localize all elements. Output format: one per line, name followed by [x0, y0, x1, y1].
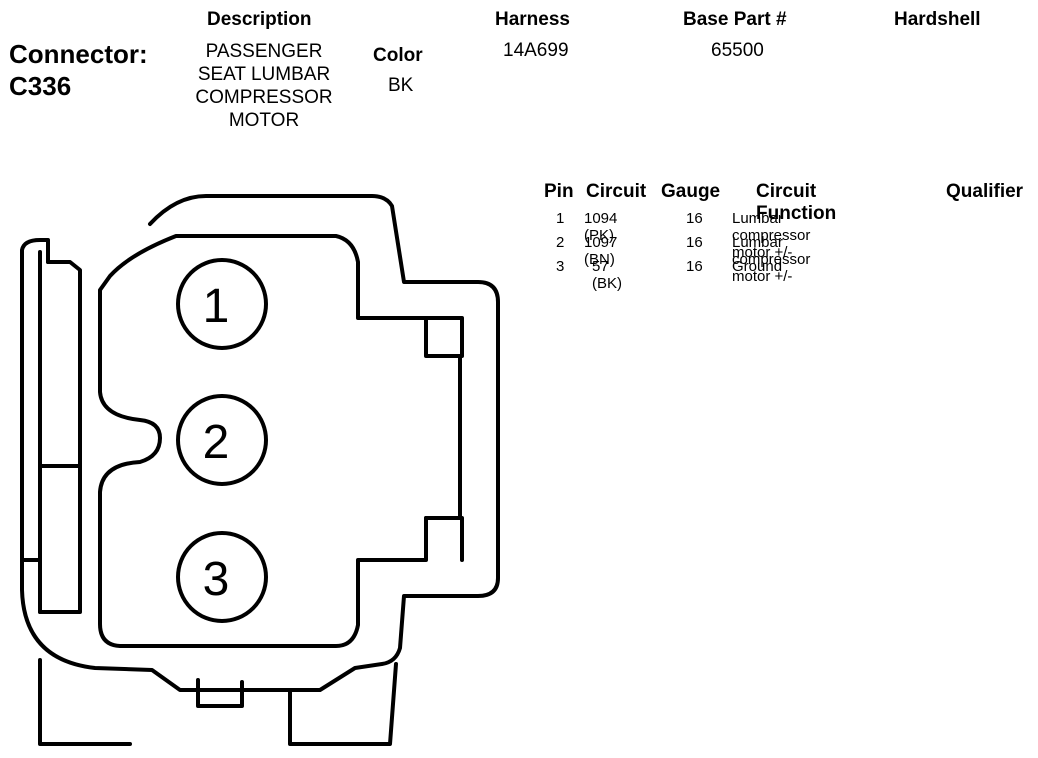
left-latch-hook	[20, 558, 42, 614]
description-value: PASSENGER SEAT LUMBAR COMPRESSOR MOTOR	[176, 40, 352, 132]
hardshell-header: Hardshell	[894, 9, 981, 30]
pin-1-label: 1	[203, 280, 230, 333]
gauge-column-header: Gauge	[661, 181, 721, 202]
function-cell: Lumbar compressor motor +/-	[732, 234, 811, 285]
pin-cell: 1	[556, 210, 565, 227]
connector-title: Connector: C336	[9, 38, 148, 102]
right-tab-lower	[424, 516, 464, 562]
color-header: Color	[373, 45, 423, 66]
left-nub	[38, 411, 82, 468]
pin-cell: 2	[556, 234, 565, 251]
description-line: MOTOR	[228, 110, 300, 131]
circuit-cell: 1097 (BN)	[584, 234, 618, 268]
bottom-center-notch	[196, 678, 244, 708]
pin-cell: 3	[556, 258, 565, 275]
bottom-foot-right	[288, 662, 398, 746]
pin-3-cavity	[176, 531, 268, 623]
description-line: SEAT LUMBAR	[197, 64, 331, 85]
gauge-cell: 16	[686, 234, 703, 251]
pin-1-cavity	[176, 258, 268, 350]
base-part-value: 65500	[711, 40, 764, 61]
inner-cavity-outline	[98, 234, 462, 648]
description-line: PASSENGER	[205, 41, 323, 62]
gauge-cell: 16	[686, 210, 703, 227]
circuit-function-column-header: Circuit Function	[756, 181, 837, 224]
circuit-cell: 1094 (PK)	[584, 210, 618, 244]
pin-2-cavity	[176, 394, 268, 486]
base-part-header: Base Part #	[683, 9, 787, 30]
connector-id: C336	[9, 71, 72, 101]
circuit-cell: 57 (BK)	[592, 258, 622, 292]
circuit-column-header: Circuit	[586, 181, 647, 202]
harness-header: Harness	[495, 9, 570, 30]
pin-2-label: 2	[203, 416, 230, 469]
housing-outer-outline	[20, 194, 500, 692]
right-tab-outline	[424, 316, 464, 358]
gauge-cell: 16	[686, 258, 703, 275]
left-latch-outline	[38, 250, 82, 614]
function-cell: Lumbar compressor motor +/-	[732, 210, 811, 261]
pin-column-header: Pin	[544, 181, 574, 202]
connector-label: Connector:	[9, 39, 148, 69]
function-cell: Ground	[732, 258, 783, 275]
harness-value: 14A699	[503, 40, 569, 61]
pin-3-label: 3	[203, 553, 230, 606]
description-line: COMPRESSOR	[195, 87, 333, 108]
qualifier-column-header: Qualifier	[946, 181, 1024, 202]
color-value: BK	[388, 75, 414, 96]
bottom-foot-left	[38, 658, 132, 746]
description-header: Description	[207, 9, 312, 30]
